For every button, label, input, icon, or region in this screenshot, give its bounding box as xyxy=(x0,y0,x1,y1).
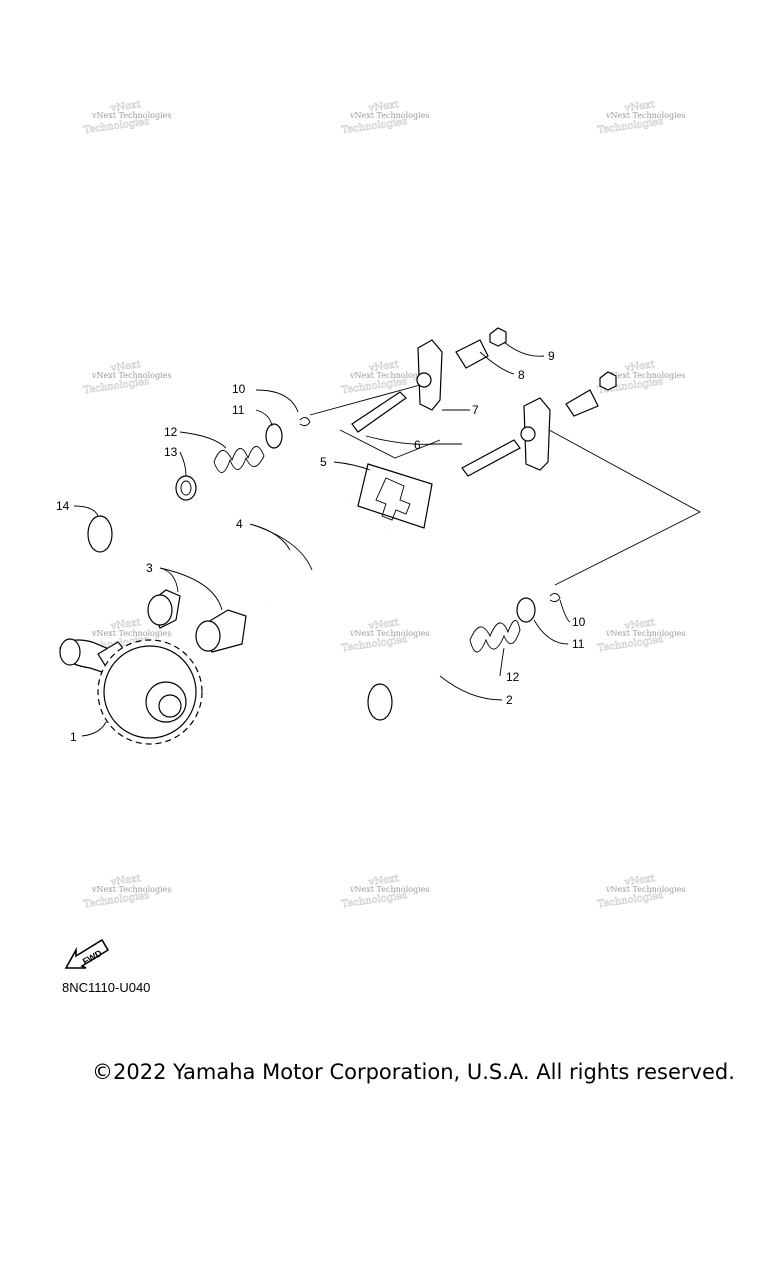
watermark: vNext vNext Technologies Technologies xyxy=(597,617,686,655)
valve-seal xyxy=(175,475,197,501)
svg-text:vNext Technologies: vNext Technologies xyxy=(91,885,171,894)
svg-text:vNext Technologies: vNext Technologies xyxy=(91,371,171,380)
callout-2: 2 xyxy=(506,693,513,707)
retainers-keepers xyxy=(265,417,561,623)
svg-text:vNext: vNext xyxy=(367,617,399,632)
watermark: vNext vNext Technologies Technologies xyxy=(597,99,686,137)
forward-arrow-icon: FWD xyxy=(64,938,110,969)
svg-text:vNext: vNext xyxy=(367,99,399,114)
callout-10-top: 10 xyxy=(232,382,246,396)
svg-text:vNext: vNext xyxy=(367,873,399,888)
callout-9: 9 xyxy=(548,349,555,363)
nuts xyxy=(489,327,617,391)
callout-1: 1 xyxy=(70,730,77,744)
watermark: vNext vNext Technologies Technologies xyxy=(597,873,686,911)
svg-text:vNext Technologies: vNext Technologies xyxy=(605,111,685,120)
callout-5: 5 xyxy=(320,455,327,469)
callout-11-bottom: 11 xyxy=(572,637,585,651)
callouts: 1 2 3 4 5 6 7 8 9 10 10 11 11 12 12 13 1… xyxy=(56,349,586,744)
watermark: vNext vNext Technologies Technologies xyxy=(341,359,430,397)
callout-6: 6 xyxy=(414,438,421,452)
svg-text:vNext: vNext xyxy=(623,359,655,374)
watermark: vNext vNext Technologies Technologies xyxy=(341,99,430,137)
svg-text:vNext: vNext xyxy=(623,617,655,632)
svg-text:vNext: vNext xyxy=(623,99,655,114)
guide-plate xyxy=(357,463,433,529)
svg-text:vNext: vNext xyxy=(623,873,655,888)
camshaft-gear xyxy=(59,638,203,745)
watermark: vNext vNext Technologies Technologies xyxy=(341,617,430,655)
svg-text:vNext Technologies: vNext Technologies xyxy=(349,371,429,380)
watermark: vNext vNext Technologies Technologies xyxy=(341,873,430,911)
callout-10-bottom: 10 xyxy=(572,615,586,629)
valves xyxy=(87,502,447,721)
watermark: vNext vNext Technologies Technologies xyxy=(83,873,172,911)
callout-11-top: 11 xyxy=(232,403,245,417)
diagram-code: 8NC1110-U040 xyxy=(62,980,151,995)
svg-text:vNext: vNext xyxy=(367,359,399,374)
svg-text:vNext Technologies: vNext Technologies xyxy=(349,111,429,120)
svg-text:vNext Technologies: vNext Technologies xyxy=(605,629,685,638)
svg-text:vNext: vNext xyxy=(109,617,141,632)
push-rods xyxy=(221,500,389,604)
svg-text:vNext Technologies: vNext Technologies xyxy=(605,885,685,894)
callout-8: 8 xyxy=(518,368,525,382)
rocker-arms xyxy=(416,339,551,471)
svg-text:vNext: vNext xyxy=(109,873,141,888)
leader-lines xyxy=(73,341,571,737)
watermark: vNext vNext Technologies Technologies xyxy=(83,359,172,397)
copyright-notice: ©2022 Yamaha Motor Corporation, U.S.A. A… xyxy=(92,1060,735,1084)
valve-lifters xyxy=(147,589,247,653)
svg-text:vNext Technologies: vNext Technologies xyxy=(605,371,685,380)
callout-4: 4 xyxy=(236,517,243,531)
callout-13: 13 xyxy=(164,445,178,459)
callout-7: 7 xyxy=(472,403,479,417)
callout-12-top: 12 xyxy=(164,425,178,439)
callout-12-bottom: 12 xyxy=(506,670,520,684)
assembly-outline xyxy=(309,384,701,586)
svg-text:vNext Technologies: vNext Technologies xyxy=(91,111,171,120)
svg-text:vNext Technologies: vNext Technologies xyxy=(349,885,429,894)
watermark: vNext vNext Technologies Technologies xyxy=(83,99,172,137)
svg-text:vNext Technologies: vNext Technologies xyxy=(349,629,429,638)
callout-3: 3 xyxy=(146,561,153,575)
svg-text:vNext Technologies: vNext Technologies xyxy=(91,629,171,638)
pivots xyxy=(455,339,599,417)
callout-14: 14 xyxy=(56,499,70,513)
rocker-studs xyxy=(351,391,521,477)
svg-text:vNext: vNext xyxy=(109,99,141,114)
valve-springs xyxy=(213,446,521,653)
svg-text:vNext: vNext xyxy=(109,359,141,374)
